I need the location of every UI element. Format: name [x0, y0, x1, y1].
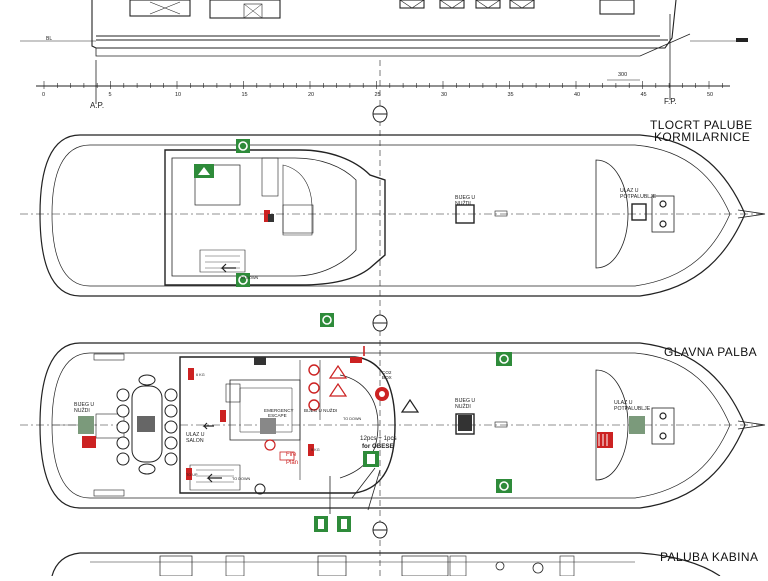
plan-labels: BIJEG U NUŽDI ULAZ U POTPALUBLJE BIJEG U…	[74, 188, 657, 481]
warning-triangle-icon	[400, 398, 420, 413]
co2-box-label-2: BOX	[382, 375, 392, 380]
extinguisher-9kg-label: 9 KG	[311, 448, 320, 452]
emergency-exit-label-2: NUŽDI	[455, 199, 471, 207]
ap-label: A.P.	[90, 101, 104, 110]
scale-tick-label: 50	[707, 92, 713, 98]
scale-tick-label: 35	[508, 92, 514, 98]
scale-tick-label: 30	[441, 92, 447, 98]
to-up-label: TO UP	[186, 473, 198, 477]
fire-hose-icon	[597, 432, 613, 448]
fire-plan-label-2: Plan	[286, 460, 298, 466]
life-ring-sign-icon	[254, 357, 266, 365]
station-scale: 0 5 10 15 20 25 30 35 40 45 50	[36, 81, 730, 98]
emergency-escape-label: EMERGENCY	[264, 408, 294, 413]
co2-box-label: CO2	[382, 370, 392, 375]
life-ring-sign-icon	[236, 139, 250, 153]
wheelhouse-safety-signs	[194, 139, 274, 287]
life-jacket-count-label: 12pcs + 1pcs	[360, 435, 397, 442]
fire-alarm-icon	[308, 382, 320, 394]
scale-tick-label: 45	[641, 92, 647, 98]
wheelhouse-deck-plan	[20, 134, 766, 297]
escape-arrow-icon	[202, 422, 214, 430]
fire-extinguisher-icon	[188, 368, 194, 380]
scale-tick-label: 0	[42, 92, 45, 98]
emergency-exit-label-2: NUŽDI	[455, 402, 471, 410]
midship-markers	[372, 60, 388, 576]
hold-entry-label-2: POTPALUBLJE	[620, 194, 657, 200]
fire-plan-box-icon	[279, 451, 295, 461]
exit-sign-icon	[629, 416, 645, 434]
escape-arrow-icon	[220, 263, 236, 273]
scale-tick-label: 25	[375, 92, 381, 98]
hold-entry-label-2: POTPALUBLJE	[614, 406, 651, 412]
to-down-label: TO DOWN	[343, 417, 362, 421]
main-deck-safety-signs	[78, 313, 645, 532]
emergency-escape-label-2: ESCAPE	[268, 413, 287, 418]
fire-alarm-icon	[308, 399, 320, 411]
fp-label: F.P.	[664, 97, 677, 106]
scale-tick-label: 40	[574, 92, 580, 98]
fire-alarm-icon	[308, 364, 320, 376]
exit-sign-icon	[260, 418, 276, 434]
dining-table	[116, 374, 178, 475]
cabin-deck-title: PALUBA KABINA	[660, 550, 759, 564]
fire-extinguisher-icon	[350, 357, 362, 363]
emergency-exit-inline-label: BIJEG U NUŽDI	[304, 406, 337, 413]
to-down-label-wheelhouse: TO DOWN	[240, 276, 259, 280]
emergency-exit-label: BIJEG U	[455, 195, 475, 201]
scale-tick-label: 5	[109, 92, 112, 98]
fire-hose-icon	[82, 436, 96, 448]
emergency-exit-label: BIJEG U	[74, 402, 94, 408]
life-ring-sign-icon	[496, 352, 512, 366]
fire-extinguisher-icon	[264, 210, 270, 222]
scale-tick-label: 20	[308, 92, 314, 98]
salon-entry-label-2: SALON	[186, 438, 204, 444]
exit-sign-icon	[458, 415, 472, 431]
wheelhouse-deck-subtitle: KORMILARNICE	[654, 130, 751, 144]
main-deck-plan	[20, 342, 766, 509]
extinguisher-6kg-label: 6 KG	[196, 373, 205, 377]
side-profile	[20, 0, 748, 57]
bell-icon	[254, 483, 266, 495]
escape-arrow-icon	[206, 473, 222, 483]
warning-triangle-icon	[328, 364, 348, 379]
wheelhouse-deck-title: TLOCRT PALUBE	[650, 118, 753, 132]
cabin-deck-plan	[51, 552, 721, 577]
emergency-exit-label: BIJEG U	[455, 398, 475, 404]
main-deck-title: GLAVNA PALBA	[664, 345, 758, 359]
exit-sign-icon	[137, 416, 155, 432]
scale-tick-label: 10	[175, 92, 181, 98]
fire-extinguisher-icon	[186, 468, 192, 480]
to-down-label-2: TO DOWN	[232, 477, 251, 481]
life-jacket-count-label-2: for OBESE	[362, 443, 394, 450]
exit-sign-icon	[78, 416, 94, 434]
hold-entry-label: ULAZ U	[614, 400, 633, 406]
life-ring-sign-icon	[320, 313, 334, 327]
life-ring-sign-icon	[236, 273, 250, 287]
warning-triangle-icon	[328, 382, 348, 397]
fire-plan-marker-icon	[264, 439, 276, 451]
fire-extinguisher-icon	[220, 410, 226, 422]
salon-entry-label: ULAZ U	[186, 432, 205, 438]
life-ring-sign-icon	[496, 479, 512, 493]
fire-plan-label: Fire	[286, 452, 297, 458]
bl-label: BL	[46, 36, 52, 42]
fire-extinguisher-icon	[308, 444, 314, 456]
scale-tick-label: 15	[242, 92, 248, 98]
hold-entry-label: ULAZ U	[620, 188, 639, 194]
emergency-exit-label-2: NUŽDI	[74, 406, 90, 414]
dimension-label: 300	[618, 72, 627, 78]
